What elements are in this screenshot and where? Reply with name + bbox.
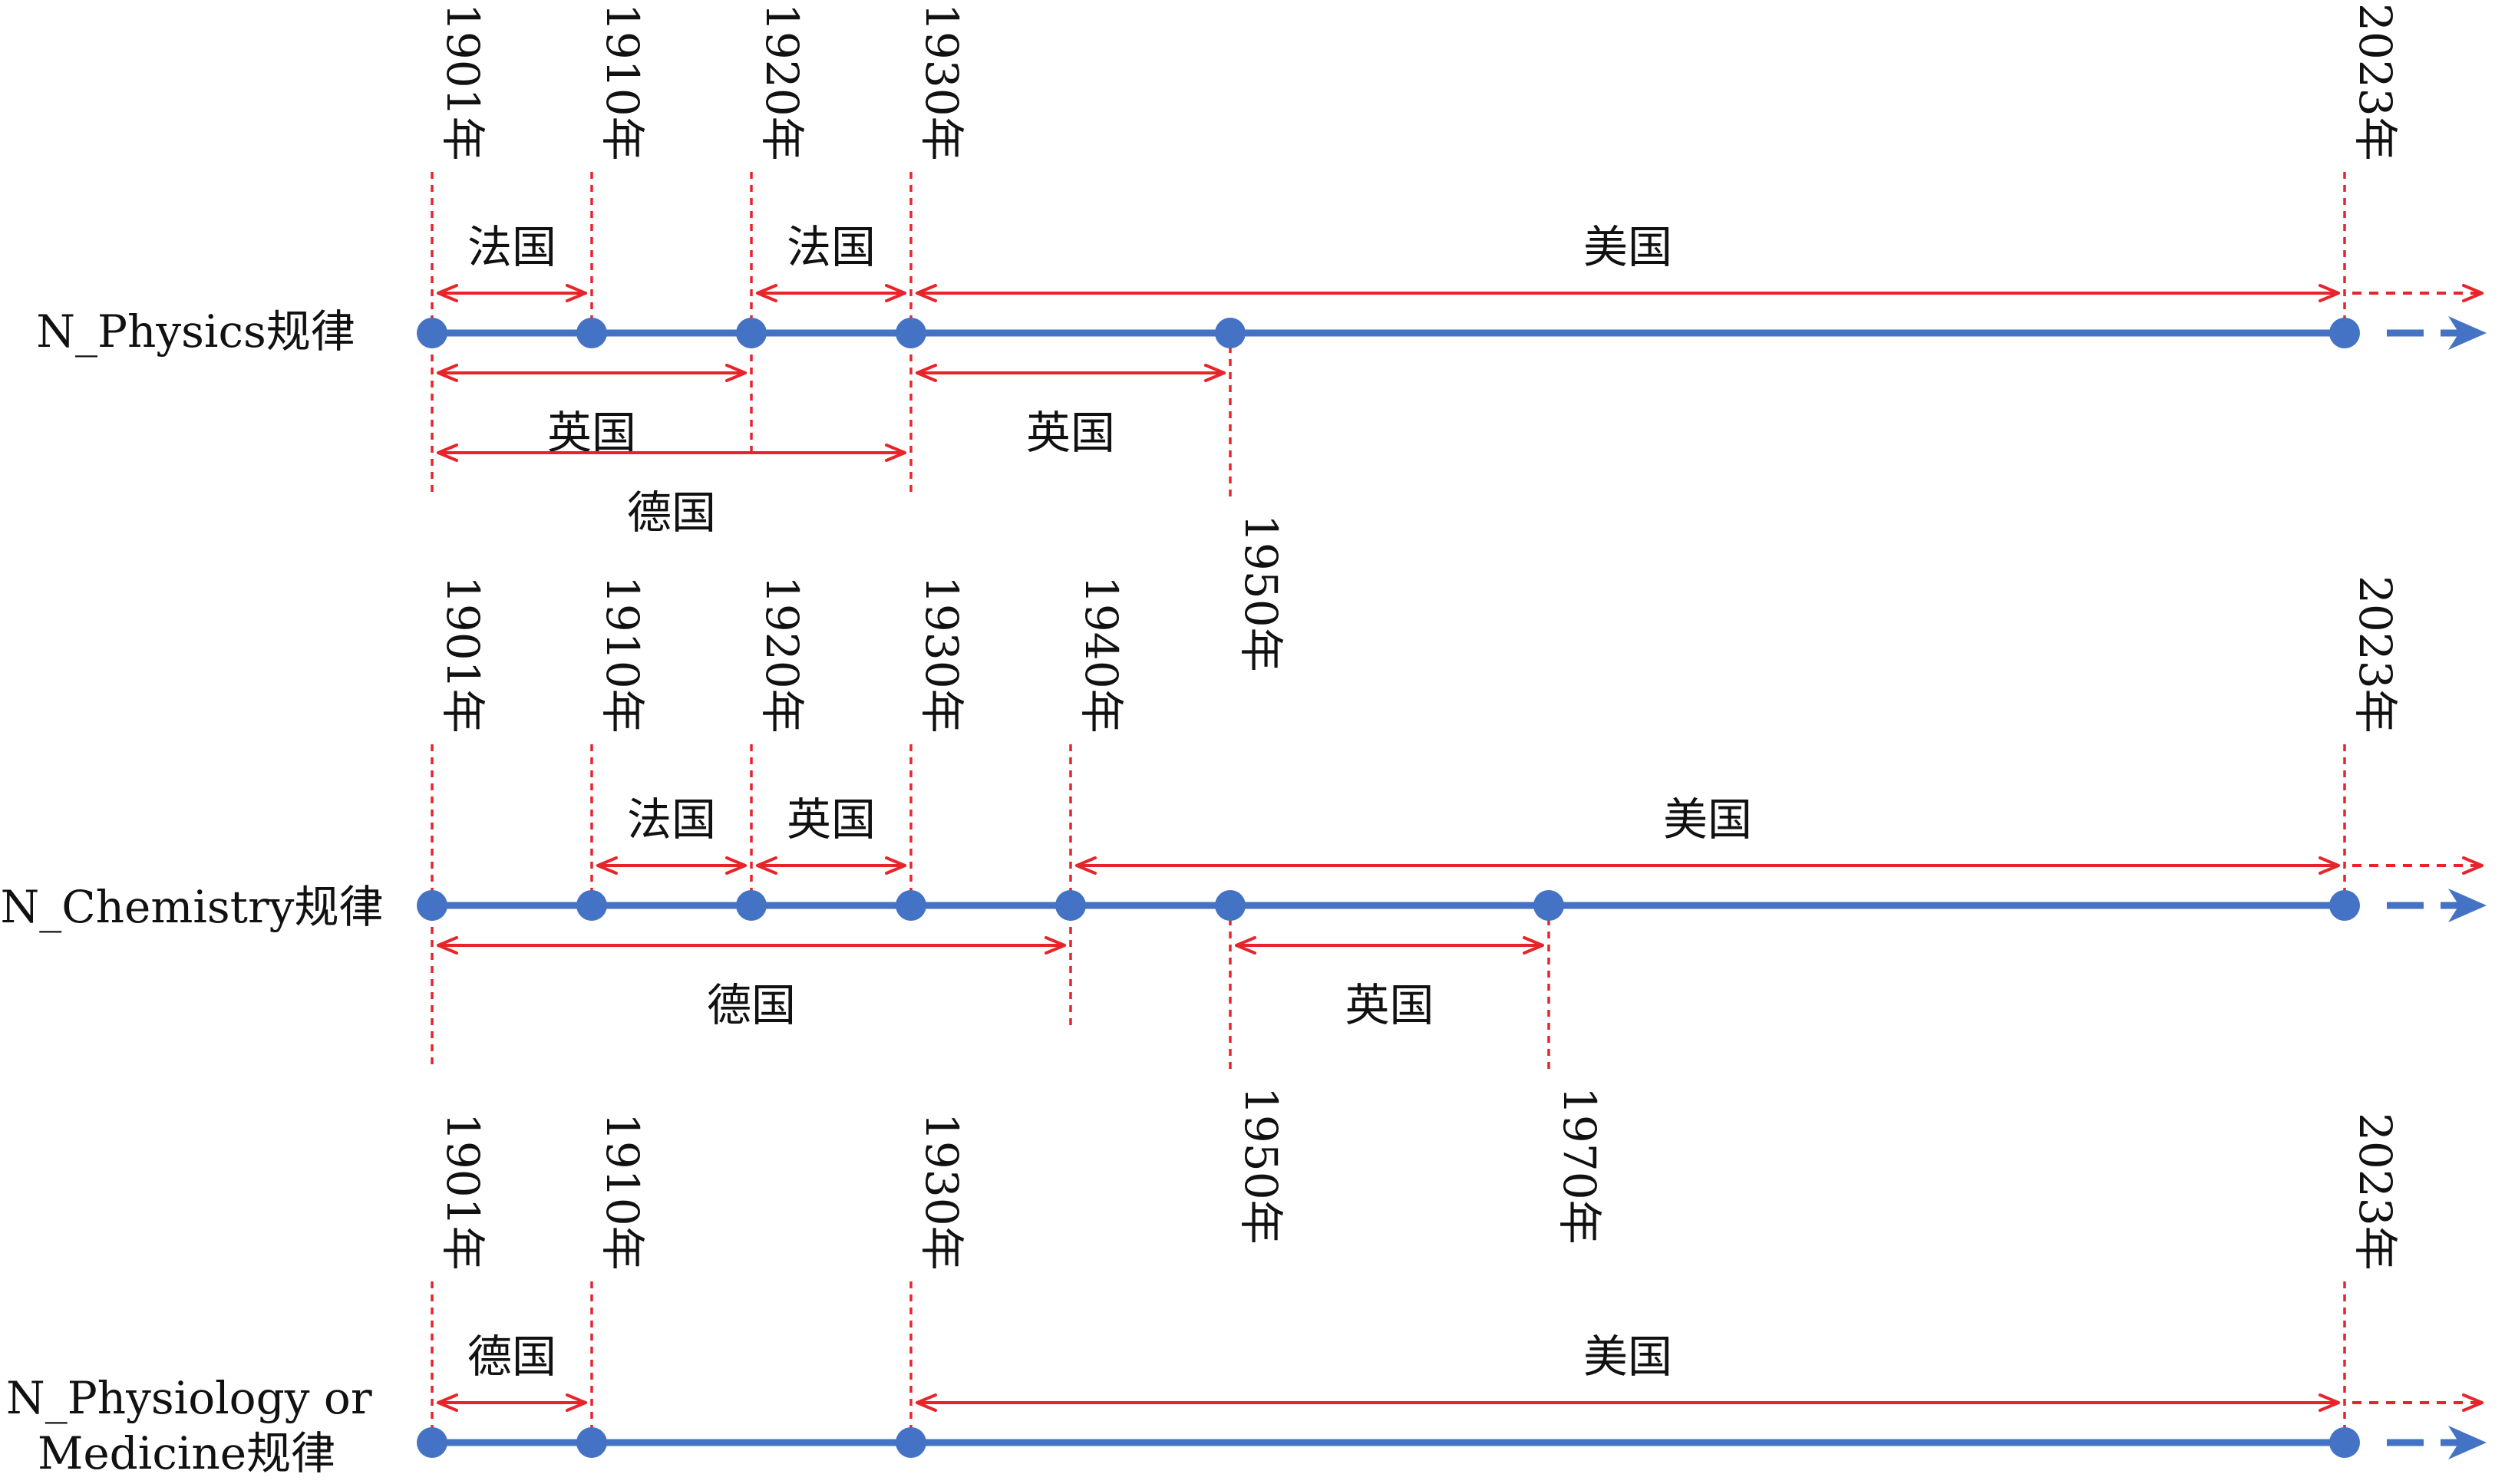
span-arrowhead-right-physics-4 (1204, 364, 1226, 382)
year-label-physics-1930: 1930年 (916, 3, 968, 161)
node-medicine-2023 (2329, 1427, 2360, 1458)
span-arrowhead-right-physics-5 (885, 444, 906, 462)
year-label-chemistry-1920: 1920年 (756, 575, 808, 734)
node-chemistry-1950 (1215, 890, 1246, 921)
span-arrowhead-left-chemistry-2 (1075, 856, 1097, 875)
year-label-medicine-1910: 1910年 (596, 1113, 649, 1271)
span-arrowhead-right-physics-1 (885, 284, 906, 302)
axis-arrowhead-chemistry (2448, 889, 2487, 922)
span-arrowhead-right-chemistry-1 (885, 856, 906, 875)
year-label-medicine-2023: 2023年 (2349, 1113, 2401, 1271)
node-medicine-1930 (896, 1427, 926, 1458)
row-label-physics: N_Physics规律 (15, 304, 376, 359)
year-label-physics-2023: 2023年 (2349, 3, 2401, 161)
span-arrowhead-left-medicine-0 (437, 1393, 458, 1412)
row-label-medicine-line-2: Medicine规律 (37, 1427, 336, 1479)
span-label-physics-5: 德国 (627, 486, 716, 539)
span-arrowhead-right-chemistry-2 (2319, 856, 2340, 875)
node-chemistry-1901 (417, 890, 447, 921)
node-physics-1901 (417, 318, 447, 348)
year-label-medicine-1901: 1901年 (437, 1113, 489, 1271)
span-label-medicine-1: 美国 (1583, 1331, 1672, 1383)
axis-arrowhead-physics (2448, 316, 2487, 350)
year-label-chemistry-1910: 1910年 (596, 575, 649, 734)
span-continuation-head-medicine-1 (2462, 1393, 2484, 1412)
row-label-medicine: N_Physiology or Medicine规律 (6, 1370, 372, 1481)
year-label-chemistry-1940: 1940年 (1075, 575, 1127, 734)
span-label-chemistry-1: 英国 (787, 793, 876, 846)
row-label-physics-line-1: N_Physics规律 (36, 305, 355, 358)
node-chemistry-1970 (1533, 890, 1564, 921)
span-arrowhead-left-chemistry-3 (437, 936, 458, 955)
span-arrowhead-left-physics-3 (437, 364, 458, 382)
year-label-chemistry-1930: 1930年 (916, 575, 968, 734)
span-arrowhead-left-chemistry-1 (756, 856, 777, 875)
span-arrowhead-left-physics-1 (756, 284, 777, 302)
span-arrowhead-left-physics-2 (916, 284, 937, 302)
row-label-chemistry: N_Chemistry规律 (0, 879, 384, 935)
node-medicine-1910 (576, 1427, 607, 1458)
span-label-physics-2: 美国 (1583, 221, 1672, 273)
span-label-chemistry-0: 法国 (627, 793, 716, 846)
row-label-medicine-line-1: N_Physiology or (6, 1372, 372, 1424)
span-arrowhead-right-physics-3 (725, 364, 747, 382)
node-chemistry-2023 (2329, 890, 2360, 921)
span-label-medicine-0: 德国 (467, 1331, 556, 1383)
span-label-chemistry-4: 英国 (1345, 979, 1434, 1031)
span-arrowhead-right-physics-2 (2319, 284, 2340, 302)
node-physics-1920 (736, 318, 767, 348)
node-chemistry-1930 (896, 890, 926, 921)
year-label-physics-1910: 1910年 (596, 3, 649, 161)
span-arrowhead-right-physics-0 (566, 284, 587, 302)
span-arrowhead-left-medicine-1 (916, 1393, 937, 1412)
span-arrowhead-left-chemistry-0 (596, 856, 618, 875)
span-arrowhead-right-chemistry-4 (1523, 936, 1544, 955)
node-physics-1910 (576, 318, 607, 348)
span-arrowhead-right-chemistry-0 (725, 856, 747, 875)
span-arrowhead-left-physics-0 (437, 284, 458, 302)
span-label-physics-3: 英国 (547, 407, 636, 459)
span-continuation-head-chemistry-2 (2462, 856, 2484, 875)
year-label-chemistry-1950: 1950年 (1235, 1087, 1287, 1245)
node-physics-2023 (2329, 318, 2360, 348)
span-continuation-head-physics-2 (2462, 284, 2484, 302)
node-physics-1950 (1215, 318, 1246, 348)
node-chemistry-1920 (736, 890, 767, 921)
year-label-physics-1950: 1950年 (1235, 514, 1287, 672)
span-label-chemistry-2: 美国 (1663, 793, 1752, 846)
span-label-chemistry-3: 德国 (707, 979, 796, 1031)
node-chemistry-1910 (576, 890, 607, 921)
span-arrowhead-left-chemistry-4 (1235, 936, 1256, 955)
span-label-physics-4: 英国 (1026, 407, 1115, 459)
year-label-chemistry-1970: 1970年 (1553, 1087, 1606, 1245)
year-label-physics-1920: 1920年 (756, 3, 808, 161)
span-arrowhead-left-physics-5 (437, 444, 458, 462)
node-chemistry-1940 (1055, 890, 1086, 921)
span-label-physics-0: 法国 (467, 221, 556, 273)
span-arrowhead-right-medicine-1 (2319, 1393, 2340, 1412)
year-label-physics-1901: 1901年 (437, 3, 489, 161)
year-label-chemistry-2023: 2023年 (2349, 575, 2401, 734)
axis-arrowhead-medicine (2448, 1426, 2487, 1459)
span-label-physics-1: 法国 (787, 221, 876, 273)
span-arrowhead-left-physics-4 (916, 364, 937, 382)
year-label-chemistry-1901: 1901年 (437, 575, 489, 734)
node-physics-1930 (896, 318, 926, 348)
row-label-chemistry-line-1: N_Chemistry规律 (0, 881, 384, 933)
span-arrowhead-right-medicine-0 (566, 1393, 587, 1412)
node-medicine-1901 (417, 1427, 447, 1458)
span-arrowhead-right-chemistry-3 (1045, 936, 1066, 955)
year-label-medicine-1930: 1930年 (916, 1113, 968, 1271)
